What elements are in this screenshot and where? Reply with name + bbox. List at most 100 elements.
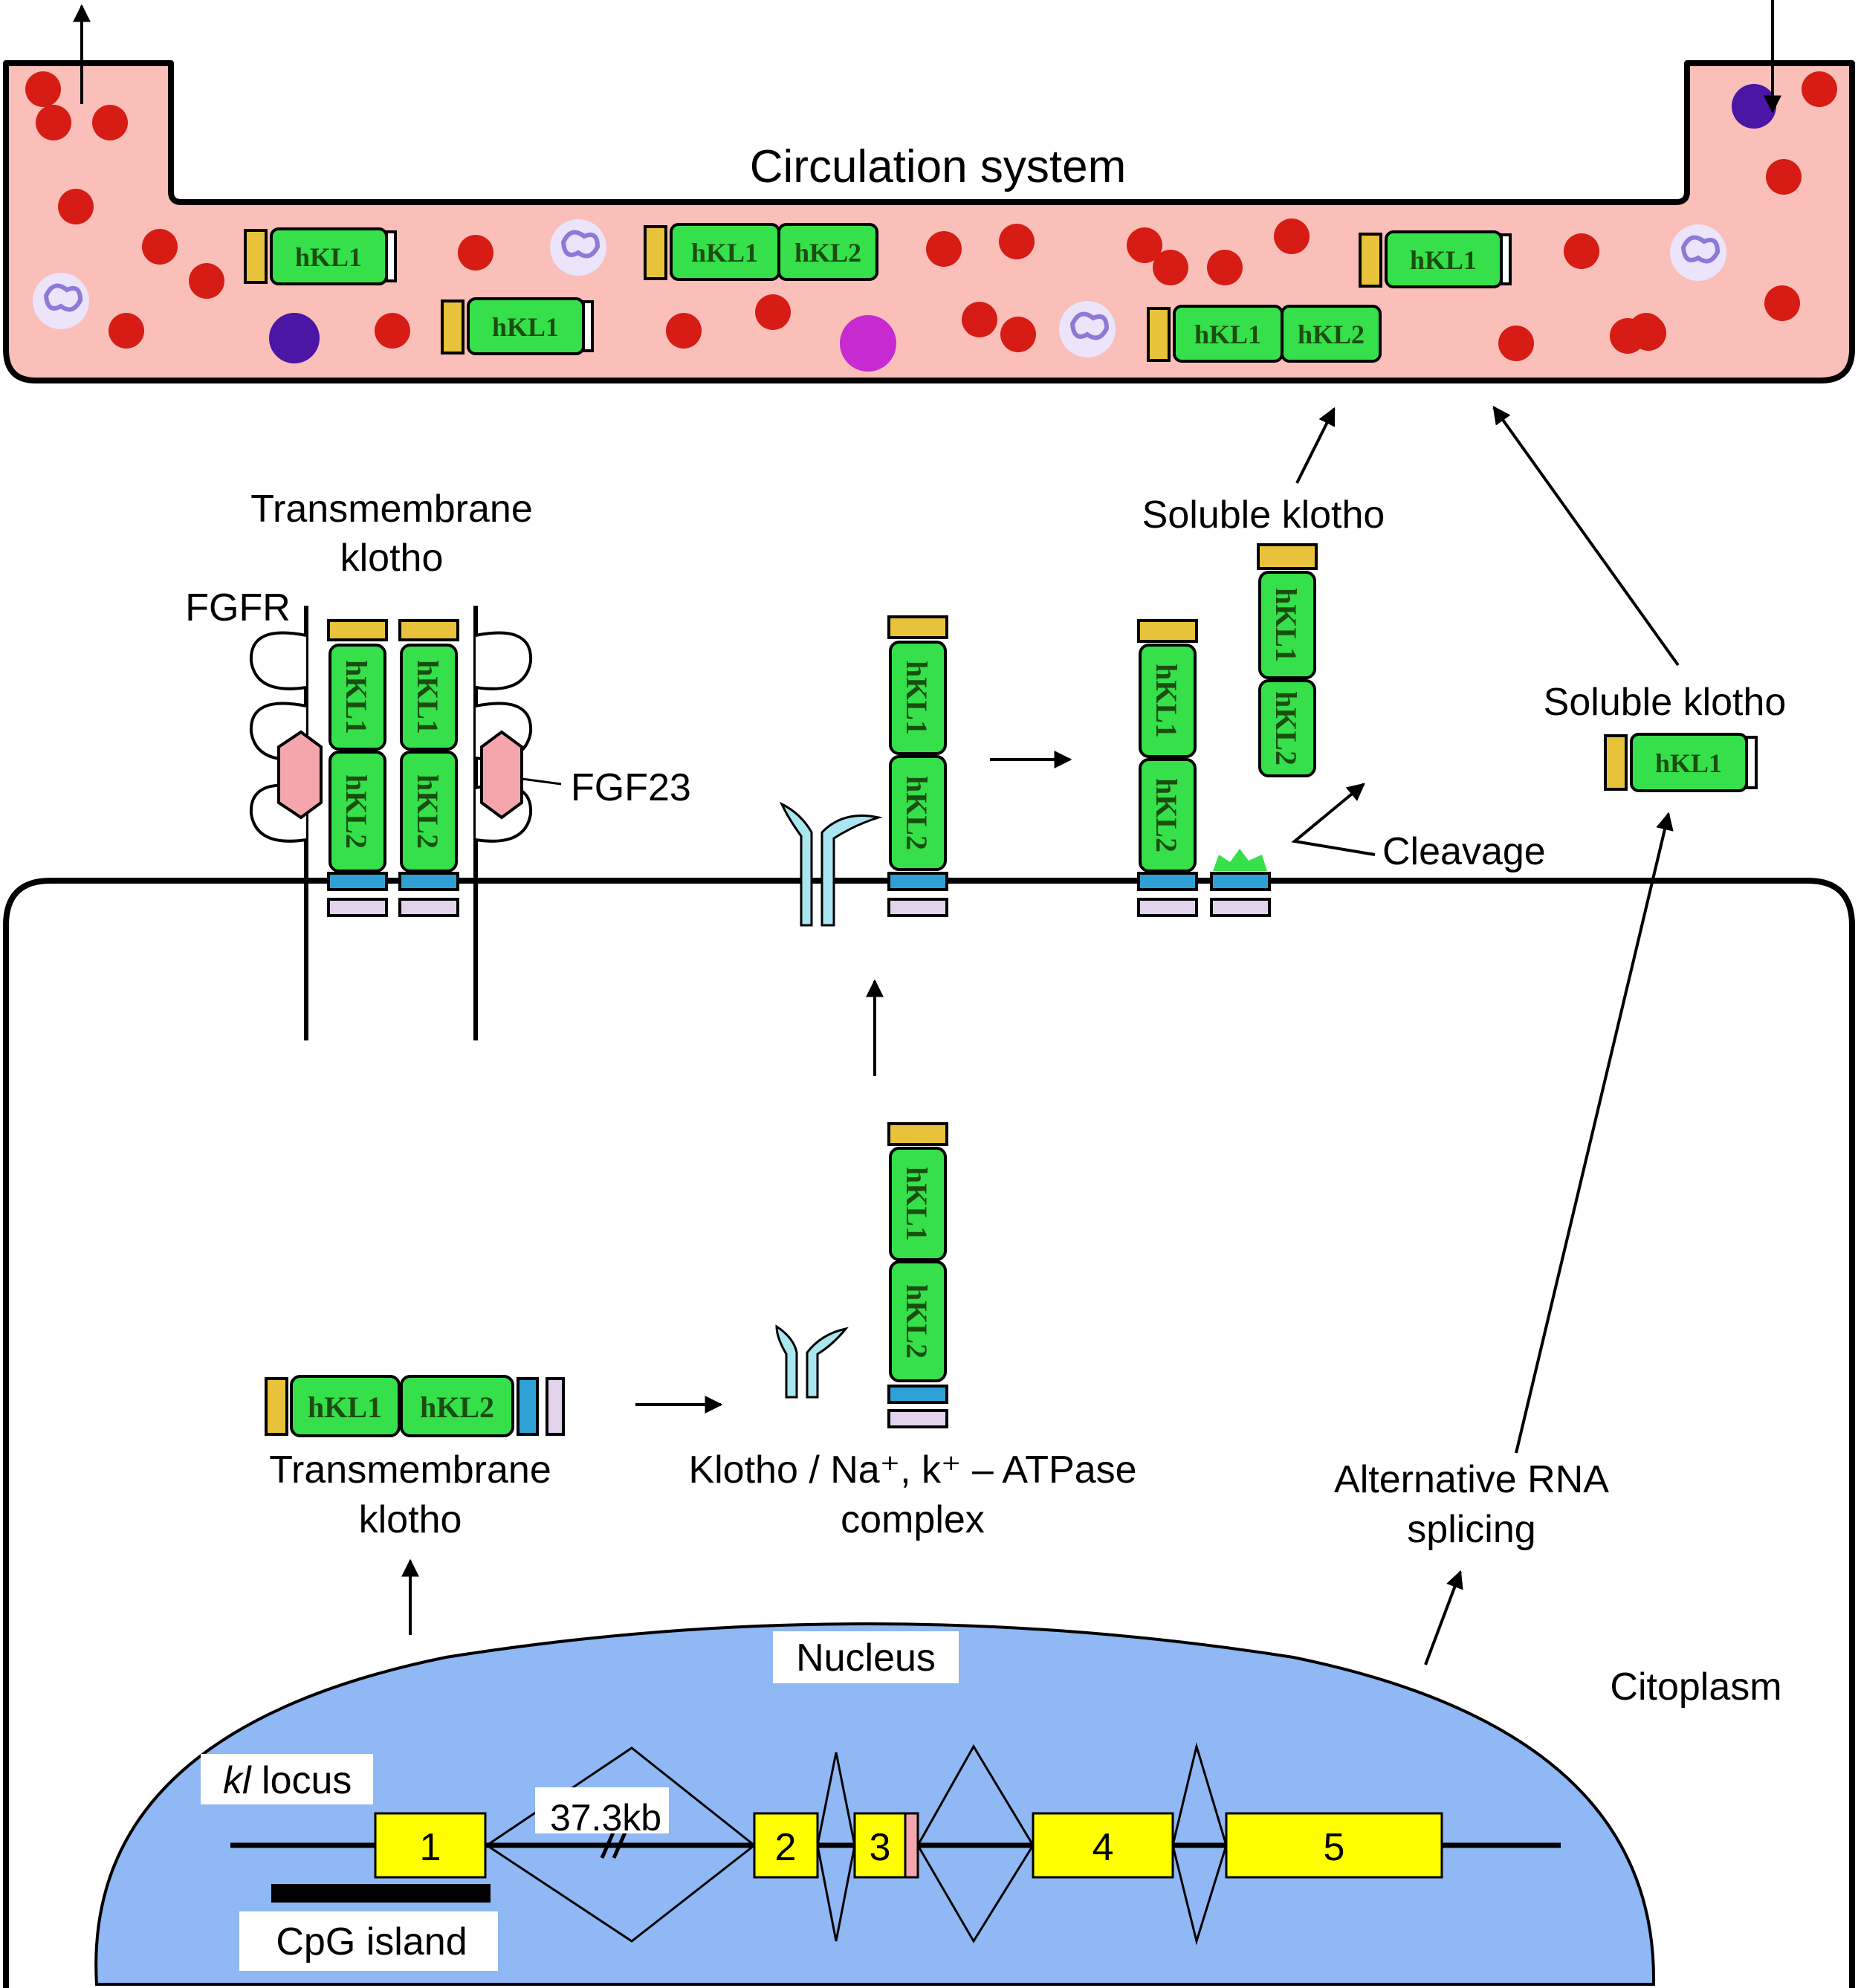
hkl1-label: hKL1 [340, 660, 373, 734]
kl-gene-name: kl [223, 1759, 252, 1802]
hkl1-label: hKL1 [900, 661, 933, 735]
locus-word: locus [251, 1759, 352, 1802]
white-blood-cells [33, 84, 1776, 372]
hkl2-label: hKL2 [794, 238, 861, 268]
cleaved-stub [1210, 849, 1271, 917]
cpg-island-bar [271, 1884, 491, 1903]
neutrophil-icon [33, 273, 89, 329]
nucleus-label: Nucleus [796, 1636, 936, 1680]
neutrophil-icon [550, 219, 606, 276]
circulating-klotho-1: hKL1 [244, 227, 397, 285]
fgfr-receptor-left [249, 606, 323, 1040]
arrow-to-soluble-klotho [1515, 812, 1674, 1454]
red-blood-cell-icon [375, 313, 410, 349]
cpg-island-label: CpG island [276, 1920, 467, 1963]
hkl2-label: hKL2 [900, 1284, 933, 1359]
circulation-vessel [3, 60, 1855, 383]
atpase-channel-icon [775, 1324, 798, 1399]
red-blood-cell-icon [189, 263, 224, 299]
red-blood-cell-icon [58, 189, 94, 224]
neutrophil-icon [1670, 224, 1726, 281]
cleavage-pointer [1291, 783, 1376, 856]
tm-klotho-label-bottom-2: klotho [359, 1498, 462, 1541]
circulating-klotho-5: hKL1 [1359, 230, 1512, 288]
exon-4-label: 4 [1093, 1826, 1114, 1869]
fgf23-label: FGF23 [571, 766, 691, 809]
red-blood-cell-icon [92, 105, 128, 140]
exon-2 [753, 1812, 819, 1879]
hkl1-label: hKL1 [1410, 245, 1477, 275]
hkl2-label: hKL2 [420, 1390, 494, 1424]
red-blood-cell-icon [1000, 317, 1036, 352]
circulation-label: Circulation system [750, 141, 1126, 192]
red-blood-cell-icon [755, 294, 791, 330]
exon-1 [374, 1812, 487, 1879]
hkl1-label: hKL1 [691, 238, 758, 268]
hkl2-label: hKL2 [1298, 320, 1365, 349]
complex-label-2: complex [841, 1498, 985, 1541]
red-blood-cell-icon [962, 302, 997, 337]
break-mark [600, 1831, 615, 1859]
circulating-klotho-3: hKL1 hKL2 [644, 223, 878, 281]
arrow-to-splicing [1424, 1570, 1463, 1665]
circulating-klotho-4: hKL1 hKL2 [1147, 305, 1382, 363]
exon-5 [1225, 1812, 1443, 1879]
lymphocyte-icon [269, 313, 320, 363]
red-blood-cell-icon [666, 313, 702, 349]
distance-label-box [535, 1787, 669, 1833]
red-blood-cell-icon [36, 105, 71, 140]
exon-5-label: 5 [1324, 1826, 1345, 1869]
red-blood-cell-icon [1764, 285, 1800, 321]
klotho-atpase-complex-inner: hKL1 hKL2 [775, 1122, 948, 1428]
hkl1-label: hKL1 [1194, 320, 1261, 349]
alt-splicing-label-1: Alternative RNA [1334, 1458, 1609, 1501]
exon-4 [1032, 1812, 1174, 1879]
cleavage-label: Cleavage [1382, 830, 1546, 873]
tm-klotho-label-top-2: klotho [340, 537, 444, 580]
red-blood-cell-icon [458, 235, 493, 271]
atpase-channel-icon [779, 801, 813, 927]
kl-gene-map: 1 2 3 4 5 [230, 1742, 1561, 1946]
kl-locus-label-box [201, 1754, 373, 1804]
exon-3-utr [904, 1812, 919, 1879]
monocyte-icon [840, 315, 896, 372]
soluble-klotho-label-top: Soluble klotho [1142, 493, 1385, 537]
exon-3-label: 3 [870, 1826, 891, 1869]
klotho-atpase-membrane: hKL1 hKL2 [779, 615, 948, 927]
exon-3 [853, 1812, 907, 1879]
released-soluble-klotho: hKL1 hKL2 [1257, 543, 1318, 777]
circulating-klotho-2: hKL1 [441, 297, 594, 355]
arrow-to-circulation-left [1295, 407, 1336, 484]
red-blood-cell-icon [1802, 71, 1837, 107]
red-blood-cell-icon [1564, 233, 1599, 269]
hkl1-label: hKL1 [1655, 748, 1722, 778]
hkl1-label: hKL1 [308, 1390, 382, 1424]
hkl1-label: hKL1 [492, 312, 559, 342]
hkl1-label: hKL1 [900, 1167, 933, 1241]
fgf23-ligand-icon [480, 730, 523, 820]
hkl2-label: hKL2 [340, 774, 373, 849]
red-blood-cell-icon [926, 231, 962, 267]
red-blood-cells [25, 71, 1837, 361]
exon-1-label: 1 [420, 1826, 441, 1869]
soluble-klotho-label-right: Soluble klotho [1544, 681, 1787, 724]
kl-locus-label: kl locus [223, 1759, 352, 1802]
red-blood-cell-icon [109, 313, 144, 349]
tm-klotho-label-bottom-1: Transmembrane [269, 1448, 551, 1492]
hkl2-label: hKL2 [900, 776, 933, 850]
fgf23-ligand-icon [277, 730, 323, 820]
cytoplasm-label: Citoplasm [1610, 1665, 1781, 1709]
soluble-klotho-right: hKL1 [1604, 733, 1758, 792]
red-blood-cell-icon [1274, 218, 1310, 254]
tm-klotho-precursor: hKL1 hKL2 [265, 1375, 565, 1437]
complex-label-1: Klotho / Na⁺, k⁺ – ATPase [688, 1448, 1136, 1492]
red-blood-cell-icon [1610, 318, 1645, 354]
nucleus-label-box [773, 1631, 959, 1683]
distance-label: 37.3kb [550, 1797, 661, 1839]
arrow-to-circulation-right [1492, 406, 1680, 667]
exon-2-label: 2 [775, 1826, 797, 1869]
neutrophil-icon [1059, 301, 1116, 357]
tm-klotho-label-top-1: Transmembrane [250, 488, 533, 531]
